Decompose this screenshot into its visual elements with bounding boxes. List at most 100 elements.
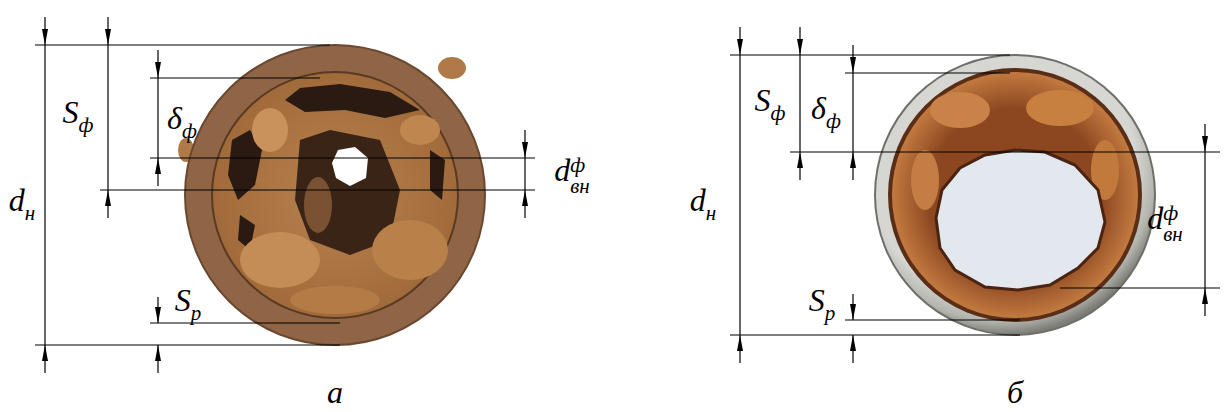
dimension-lines-a-part <box>100 189 535 190</box>
dimension-lines-a-part <box>35 344 340 345</box>
dimension-lines-b-part <box>852 335 853 363</box>
dimension-label: δф <box>811 92 841 124</box>
lined-pipe-b-part <box>888 68 1142 322</box>
subscript: ф <box>826 109 841 133</box>
symbol: S <box>63 94 79 130</box>
dimension-lines-b-part <box>1204 152 1205 288</box>
dimension-label: Sф <box>755 84 786 116</box>
dimension-label: Sр <box>809 284 836 316</box>
corroded-pipe-a-part <box>400 115 440 145</box>
corroded-pipe-a-part <box>372 220 448 280</box>
dimension-lines-b-part <box>1060 287 1220 288</box>
dimension-label: δф <box>167 102 197 134</box>
dimension-lines-a-part <box>107 45 108 190</box>
dimension-lines-a-part <box>44 17 45 45</box>
dimension-lines-a-part <box>44 345 45 373</box>
subscript: вн <box>570 176 590 197</box>
dimension-lines-b-part <box>845 72 1010 73</box>
dimension-lines-b-part <box>1204 288 1205 316</box>
superscript: ф <box>1163 203 1178 224</box>
dimension-lines-b-part <box>852 294 853 320</box>
dimension-lines-b-part <box>730 334 1020 335</box>
corroded-pipe-a-part <box>290 286 380 314</box>
dimension-lines-b-part <box>852 152 853 180</box>
dimension-lines-b-part <box>845 319 1020 320</box>
subscript: вн <box>1163 224 1183 245</box>
lined-pipe-b-part <box>930 92 990 128</box>
dimension-lines-a-part <box>150 322 340 323</box>
subscript: р <box>191 301 202 325</box>
dimension-lines-b-part <box>799 27 800 55</box>
dimension-lines-a-part <box>150 77 320 78</box>
superscript: ф <box>570 155 585 176</box>
dimension-lines-a-part <box>157 297 158 323</box>
lined-pipe-b-part <box>1026 90 1094 126</box>
subscript: ф <box>771 101 786 125</box>
dimension-lines-b-part <box>739 335 740 363</box>
dimension-lines-b-part <box>852 73 853 152</box>
dimension-lines-a-part <box>524 190 525 218</box>
dimension-lines-b-part <box>1204 124 1205 152</box>
dimension-lines-a-part <box>157 345 158 373</box>
dimension-lines-b-part <box>790 151 1220 152</box>
symbol: S <box>755 82 771 118</box>
figure-letter: а <box>327 376 343 408</box>
corroded-pipe-a <box>178 45 485 345</box>
dimension-lines-a-part <box>107 190 108 218</box>
symbol: d <box>9 182 25 218</box>
dimension-lines-b-part <box>799 152 800 180</box>
symbol: δ <box>167 100 182 136</box>
subscript: н <box>25 201 35 225</box>
dimension-lines-b <box>730 27 1220 363</box>
dimension-lines-a-part <box>524 158 525 190</box>
dimension-label: dфвн <box>554 153 590 195</box>
dimension-lines-a-part <box>35 44 330 45</box>
dimension-lines-a-part <box>157 158 158 186</box>
symbol: б <box>1007 374 1023 410</box>
corroded-pipe-a-part <box>438 57 466 79</box>
corroded-pipe-a-part <box>240 232 320 288</box>
symbol: S <box>809 282 825 318</box>
dimension-lines-b-part <box>852 45 853 73</box>
symbol: d <box>690 182 706 218</box>
lined-pipe-b <box>875 55 1155 335</box>
dimension-label: dфвн <box>1147 201 1183 243</box>
subscript: р <box>825 301 836 325</box>
subscript: ф <box>79 113 94 137</box>
dimension-label: Sф <box>63 96 94 128</box>
subscript: ф <box>182 119 197 143</box>
corroded-pipe-a-part <box>285 84 420 118</box>
dimension-label: Sр <box>175 284 202 316</box>
dimension-label: dн <box>9 184 35 216</box>
corroded-pipe-a-part <box>252 108 288 152</box>
corroded-pipe-a-part <box>332 147 368 186</box>
dimension-lines-a-part <box>524 130 525 158</box>
lined-pipe-b-part <box>911 150 939 210</box>
dimension-lines-b-part <box>799 55 800 152</box>
dimension-lines-a-part <box>157 78 158 158</box>
dimension-lines-a <box>35 17 535 373</box>
corroded-pipe-a-part <box>185 45 485 345</box>
dimension-lines-b-part <box>739 27 740 55</box>
dimension-lines-a-part <box>157 50 158 78</box>
dimension-lines-b-part <box>739 55 740 335</box>
symbol: S <box>175 282 191 318</box>
index-stack: фвн <box>1163 203 1183 245</box>
symbol: d <box>554 152 570 188</box>
dimension-lines-b-part <box>730 54 1010 55</box>
dimension-lines-a-part <box>107 17 108 45</box>
figure-letter: б <box>1007 376 1023 408</box>
symbol: а <box>327 374 343 410</box>
symbol: d <box>1147 200 1163 236</box>
lined-pipe-b-part <box>936 150 1105 290</box>
dimension-lines-a-part <box>44 45 45 345</box>
subscript: н <box>706 201 716 225</box>
corroded-pipe-a-part <box>304 177 332 233</box>
corroded-pipe-a-part <box>212 72 458 318</box>
index-stack: фвн <box>570 155 590 197</box>
dimension-lines-a-part <box>150 157 535 158</box>
dimension-label: dн <box>690 184 716 216</box>
lined-pipe-b-part <box>875 55 1155 335</box>
